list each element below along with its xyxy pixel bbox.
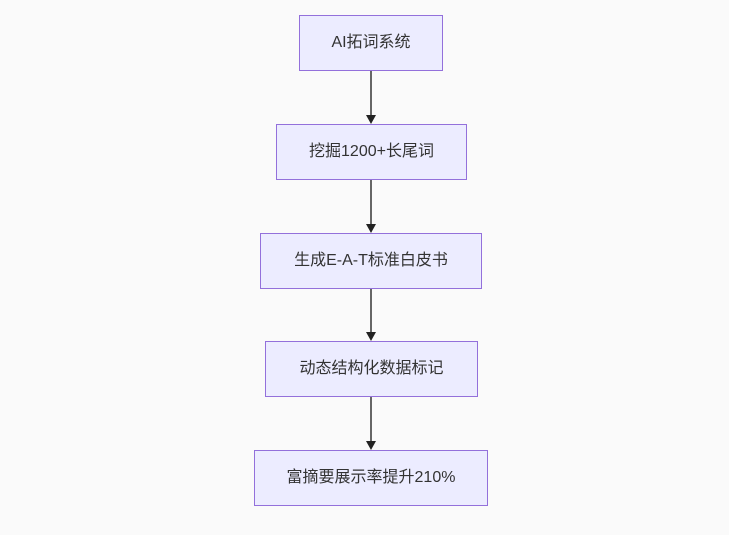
node-label: 富摘要展示率提升210%	[286, 469, 456, 486]
arrow-line	[370, 289, 372, 333]
flow-arrow	[365, 180, 377, 233]
flow-arrow	[365, 289, 377, 341]
flowchart-node-rich-snippet-result: 富摘要展示率提升210%	[254, 450, 488, 506]
node-label: AI拓词系统	[331, 34, 411, 51]
arrow-head-icon	[366, 115, 376, 124]
node-label: 生成E-A-T标准白皮书	[294, 252, 448, 269]
node-label: 挖掘1200+长尾词	[309, 143, 434, 160]
flowchart-node-longtail-mining: 挖掘1200+长尾词	[276, 124, 467, 180]
flowchart-node-structured-data-markup: 动态结构化数据标记	[265, 341, 478, 397]
arrow-line	[370, 180, 372, 225]
arrow-head-icon	[366, 441, 376, 450]
flowchart-node-ai-keyword-system: AI拓词系统	[299, 15, 443, 71]
arrow-line	[370, 71, 372, 116]
flow-arrow	[365, 397, 377, 450]
arrow-head-icon	[366, 332, 376, 341]
arrow-line	[370, 397, 372, 442]
node-label: 动态结构化数据标记	[299, 360, 444, 377]
arrow-head-icon	[366, 224, 376, 233]
flowchart-node-eat-whitepaper: 生成E-A-T标准白皮书	[260, 233, 482, 289]
flow-arrow	[365, 71, 377, 124]
